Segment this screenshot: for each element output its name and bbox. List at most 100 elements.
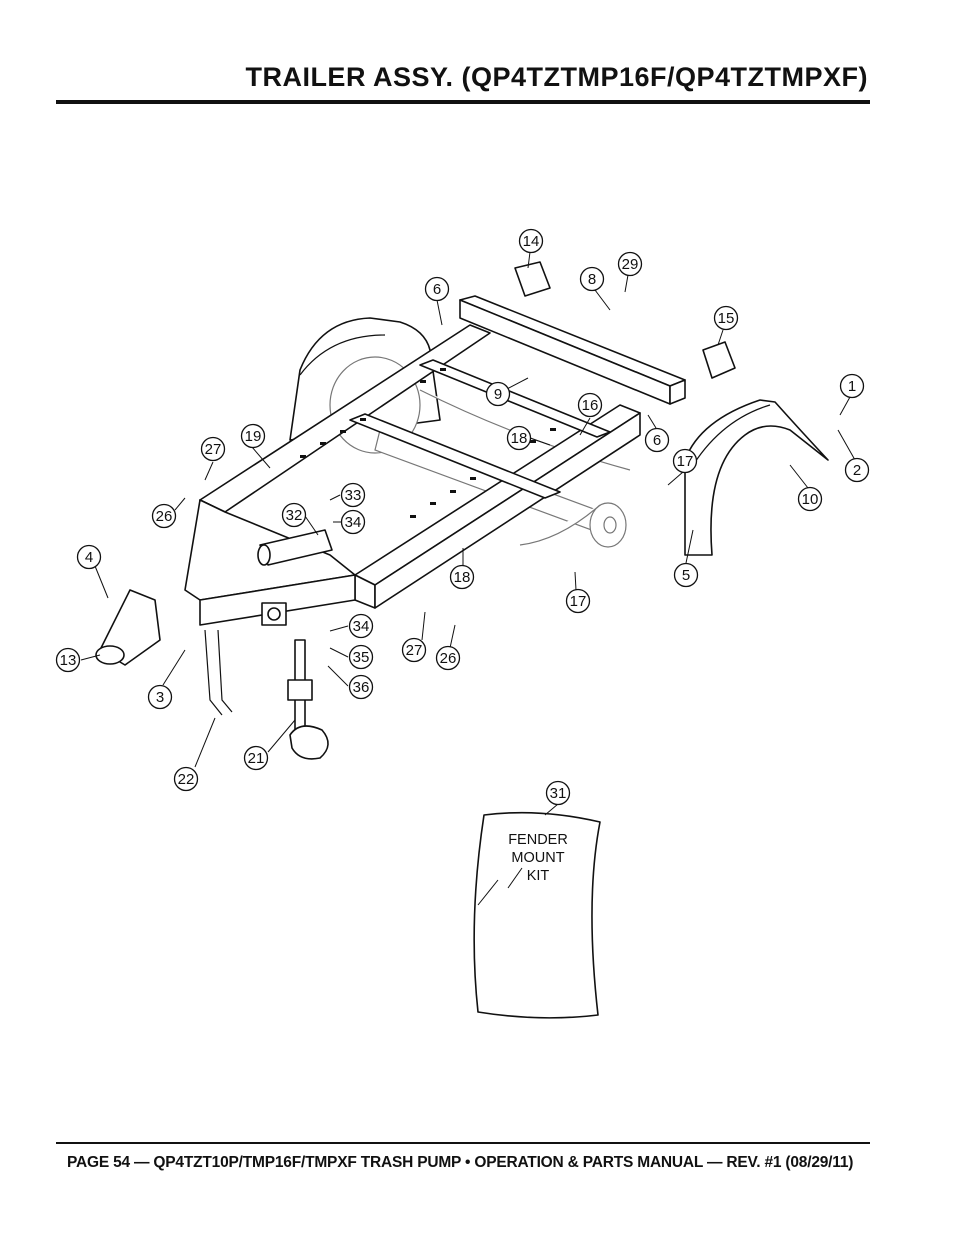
callout-circle bbox=[243, 745, 269, 771]
callout-18: 18 bbox=[449, 564, 475, 590]
page-title: TRAILER ASSY. (QP4TZTMP16F/QP4TZTMPXF) bbox=[245, 62, 868, 92]
callout-number: 14 bbox=[523, 233, 540, 250]
callout-circle bbox=[348, 613, 374, 639]
callout-27: 27 bbox=[200, 436, 226, 462]
callout-19: 19 bbox=[240, 423, 266, 449]
callout-1: 1 bbox=[839, 373, 865, 399]
callout-circle bbox=[518, 228, 544, 254]
callout-26: 26 bbox=[435, 645, 461, 671]
callout-31: 31 bbox=[545, 780, 571, 806]
callout-circle bbox=[147, 684, 173, 710]
callout-22: 22 bbox=[173, 766, 199, 792]
callout-circle bbox=[340, 509, 366, 535]
kit-label-line-1: FENDER bbox=[508, 832, 568, 848]
callout-number: 17 bbox=[570, 593, 587, 610]
kit-label-line-2: MOUNT bbox=[511, 850, 564, 866]
callout-36: 36 bbox=[348, 674, 374, 700]
callout-circle bbox=[424, 276, 450, 302]
callout-13: 13 bbox=[55, 647, 81, 673]
callout-circle bbox=[797, 486, 823, 512]
callout-number: 9 bbox=[494, 386, 502, 403]
callout-number: 27 bbox=[205, 441, 222, 458]
callout-number: 3 bbox=[156, 689, 164, 706]
callout-number: 27 bbox=[406, 642, 423, 659]
callout-circle bbox=[713, 305, 739, 331]
callout-number: 21 bbox=[248, 750, 265, 767]
callout-circle bbox=[151, 503, 177, 529]
callout-6: 6 bbox=[644, 427, 670, 453]
callout-circle bbox=[672, 448, 698, 474]
callout-number: 31 bbox=[550, 785, 567, 802]
callout-leaders bbox=[80, 251, 856, 816]
callout-number: 26 bbox=[156, 508, 173, 525]
callout-circle bbox=[644, 427, 670, 453]
callout-circle bbox=[348, 674, 374, 700]
safety-chains bbox=[204, 629, 233, 716]
callout-number: 4 bbox=[85, 549, 93, 566]
callout-number: 8 bbox=[588, 271, 596, 288]
callout-circle bbox=[844, 457, 870, 483]
callout-circle bbox=[340, 482, 366, 508]
callout-number: 6 bbox=[653, 432, 661, 449]
callout-number: 6 bbox=[433, 281, 441, 298]
tongue-jack bbox=[287, 639, 329, 760]
callout-27: 27 bbox=[401, 637, 427, 663]
callout-26: 26 bbox=[151, 503, 177, 529]
callout-circle bbox=[485, 381, 511, 407]
callout-circle bbox=[617, 251, 643, 277]
callout-number: 29 bbox=[622, 256, 639, 273]
callout-number: 18 bbox=[511, 430, 528, 447]
header-rule bbox=[56, 100, 870, 104]
callout-circle bbox=[281, 502, 307, 528]
callout-3: 3 bbox=[147, 684, 173, 710]
coupler bbox=[95, 589, 161, 666]
callout-number: 22 bbox=[178, 771, 195, 788]
callout-circle bbox=[839, 373, 865, 399]
callout-number: 2 bbox=[853, 462, 861, 479]
callout-32: 32 bbox=[281, 502, 307, 528]
callout-circle bbox=[76, 544, 102, 570]
callout-9: 9 bbox=[485, 381, 511, 407]
callout-8: 8 bbox=[579, 266, 605, 292]
callout-17: 17 bbox=[565, 588, 591, 614]
callout-circle bbox=[673, 562, 699, 588]
callout-4: 4 bbox=[76, 544, 102, 570]
callout-21: 21 bbox=[243, 745, 269, 771]
callout-34: 34 bbox=[340, 509, 366, 535]
fender-mount-kit-bag: FENDER MOUNT KIT bbox=[473, 811, 601, 1019]
callout-17: 17 bbox=[672, 448, 698, 474]
callout-15: 15 bbox=[713, 305, 739, 331]
callout-circle bbox=[348, 644, 374, 670]
callout-2: 2 bbox=[844, 457, 870, 483]
callout-number: 34 bbox=[353, 618, 370, 635]
page-footer: PAGE 54 — QP4TZT10P/TMP16F/TMPXF TRASH P… bbox=[67, 1154, 854, 1171]
callout-number: 1 bbox=[848, 378, 856, 395]
callout-circle bbox=[545, 780, 571, 806]
callout-number: 13 bbox=[60, 652, 77, 669]
callout-circle bbox=[200, 436, 226, 462]
callout-14: 14 bbox=[518, 228, 544, 254]
callout-circle bbox=[577, 392, 603, 418]
callout-10: 10 bbox=[797, 486, 823, 512]
callout-number: 35 bbox=[353, 649, 370, 666]
callout-number: 10 bbox=[802, 491, 819, 508]
callout-number: 26 bbox=[440, 650, 457, 667]
callout-number: 32 bbox=[286, 507, 303, 524]
callout-5: 5 bbox=[673, 562, 699, 588]
callout-circle bbox=[579, 266, 605, 292]
callout-33: 33 bbox=[340, 482, 366, 508]
callout-circle bbox=[565, 588, 591, 614]
callout-29: 29 bbox=[617, 251, 643, 277]
callout-number: 15 bbox=[718, 310, 735, 327]
callout-circle bbox=[506, 425, 532, 451]
rear-crossmember bbox=[459, 295, 686, 405]
callout-34: 34 bbox=[348, 613, 374, 639]
main-frame bbox=[184, 324, 641, 626]
callout-number: 19 bbox=[245, 428, 262, 445]
callout-circle bbox=[55, 647, 81, 673]
callout-circle bbox=[240, 423, 266, 449]
callout-number: 18 bbox=[454, 569, 471, 586]
callout-number: 5 bbox=[682, 567, 690, 584]
